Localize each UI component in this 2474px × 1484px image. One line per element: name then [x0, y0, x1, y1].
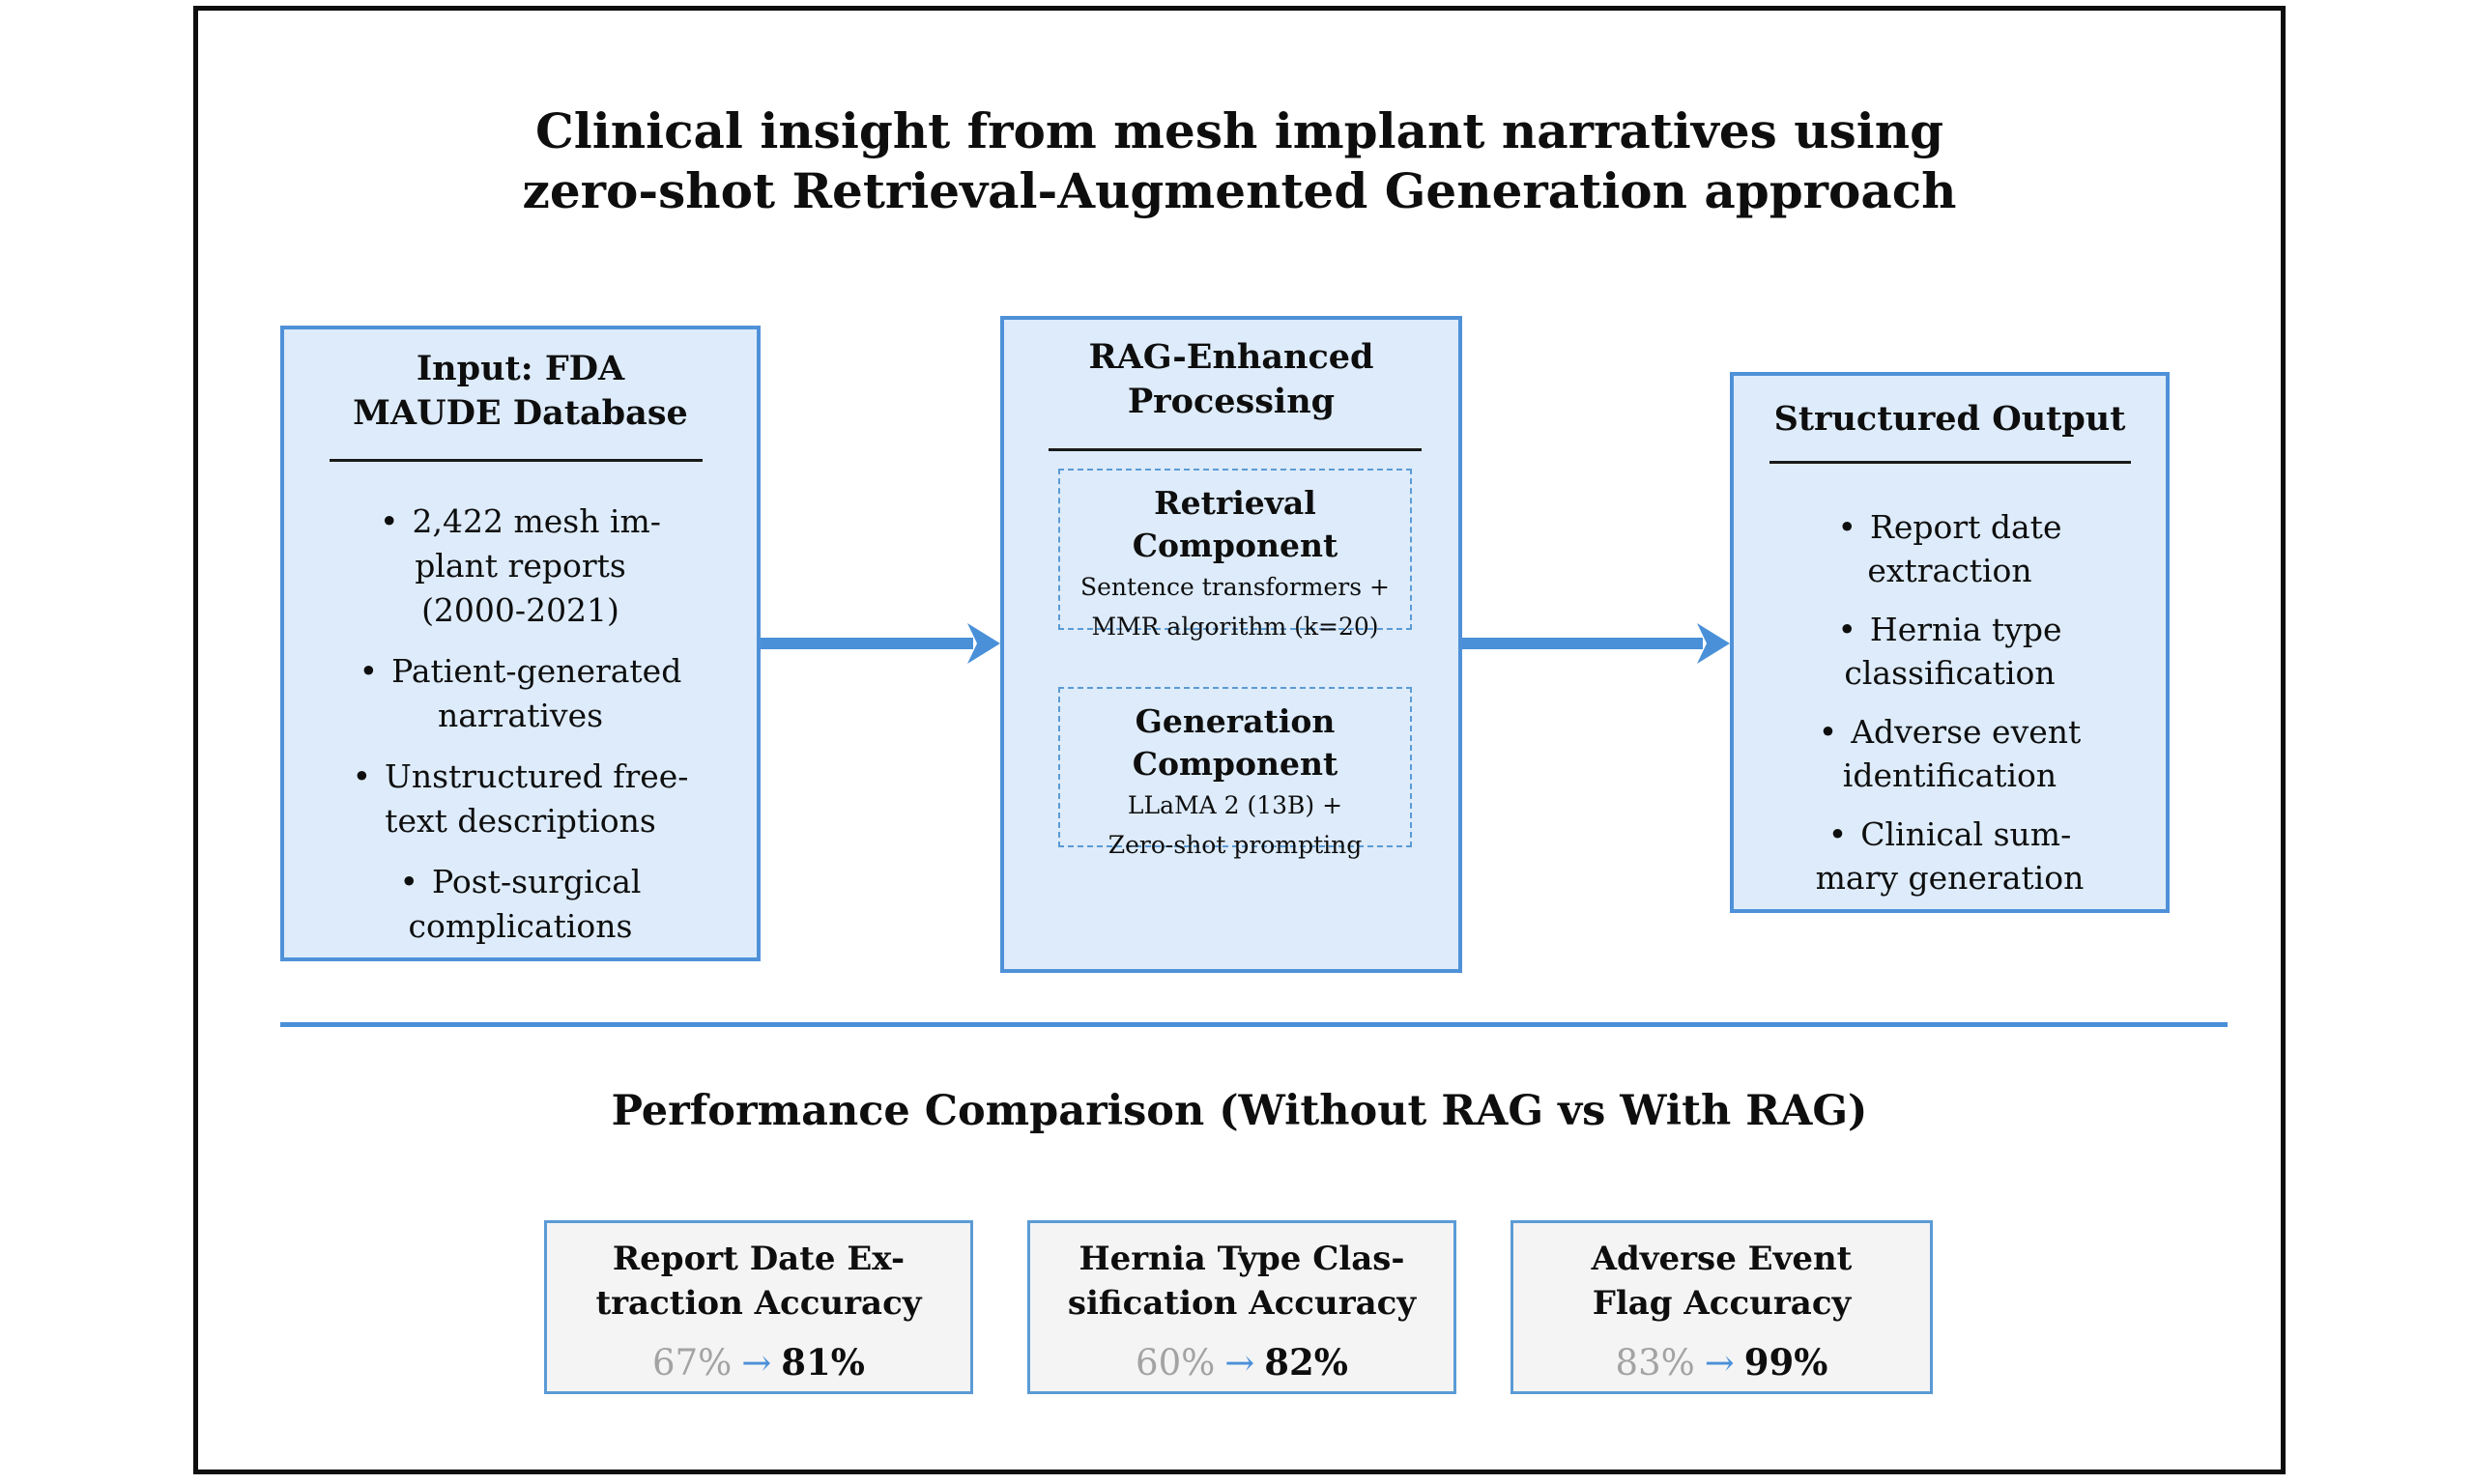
- list-item: •Report date extraction: [1734, 505, 2166, 592]
- arrow-processing-to-output-icon: [1462, 623, 1730, 664]
- input-box-title-line1: Input: FDA: [416, 349, 625, 388]
- retrieval-component-box: Retrieval Component Sentence transformer…: [1058, 469, 1412, 641]
- value-before: 83%: [1615, 1342, 1695, 1384]
- arrow-right-icon: →: [1704, 1342, 1735, 1384]
- processing-box-title: RAG-Enhanced Processing: [1004, 335, 1458, 424]
- processing-box-title-line1: RAG-Enhanced: [1088, 337, 1374, 377]
- output-box-title: Structured Output: [1734, 397, 2166, 442]
- bullet-icon: •: [1837, 611, 1856, 648]
- output-box: Structured Output •Report date extractio…: [1730, 372, 2170, 913]
- bullet-icon: •: [352, 757, 372, 795]
- list-item: •Adverse event identification: [1734, 710, 2166, 797]
- generation-component-box: Generation Component LLaMA 2 (13B) + Zer…: [1058, 687, 1412, 859]
- metric-value: 67%→81%: [547, 1341, 970, 1384]
- metric-title: Adverse Event Flag Accuracy: [1591, 1240, 1853, 1323]
- generation-detail-line2: Zero-shot prompting: [1108, 831, 1363, 859]
- metric-value: 83%→99%: [1513, 1341, 1930, 1384]
- value-after: 99%: [1743, 1341, 1828, 1384]
- output-box-title-line: Structured Output: [1773, 399, 2126, 439]
- figure-title-line2: zero-shot Retrieval-Augmented Generation…: [522, 162, 1957, 219]
- metric-hernia-type: Hernia Type Clas- sification Accuracy 60…: [1027, 1220, 1456, 1394]
- value-before: 67%: [652, 1342, 733, 1384]
- generation-title-line1: Generation: [1135, 702, 1336, 740]
- figure-title-line1: Clinical insight from mesh implant narra…: [534, 102, 1944, 159]
- retrieval-detail-line1: Sentence transformers +: [1080, 573, 1390, 601]
- retrieval-title-line1: Retrieval: [1154, 484, 1316, 522]
- input-box-title-rule: [330, 459, 703, 462]
- metric-value: 60%→82%: [1030, 1341, 1453, 1384]
- bullet-icon: •: [1827, 815, 1848, 853]
- input-box: Input: FDA MAUDE Database •2,422 mesh im…: [280, 326, 761, 961]
- input-box-title: Input: FDA MAUDE Database: [284, 347, 757, 436]
- list-item: •Hernia type classification: [1734, 608, 2166, 695]
- metric-report-date: Report Date Ex- traction Accuracy 67%→81…: [544, 1220, 973, 1394]
- performance-heading: Performance Comparison (Without RAG vs W…: [611, 1087, 1868, 1135]
- bullet-icon: •: [399, 863, 419, 900]
- bullet-icon: •: [1837, 508, 1856, 546]
- bullet-icon: •: [1818, 713, 1838, 751]
- list-item: •Patient-generated narratives: [284, 649, 757, 738]
- value-after: 81%: [781, 1341, 865, 1384]
- value-before: 60%: [1136, 1342, 1216, 1384]
- processing-box: RAG-Enhanced Processing Retrieval Compon…: [1000, 316, 1462, 973]
- figure-frame: Clinical insight from mesh implant narra…: [193, 6, 2286, 1474]
- retrieval-detail-line2: MMR algorithm (k=20): [1091, 613, 1379, 641]
- output-box-bullet-list: •Report date extraction •Hernia type cla…: [1734, 505, 2166, 916]
- arrow-right-icon: →: [1224, 1342, 1255, 1384]
- metric-title: Report Date Ex- traction Accuracy: [595, 1240, 922, 1323]
- arrow-input-to-processing-icon: [761, 623, 1000, 664]
- processing-box-title-line2: Processing: [1127, 382, 1336, 421]
- list-item: •Post-surgical complications: [284, 860, 757, 949]
- arrow-right-icon: →: [741, 1342, 772, 1384]
- metric-title: Hernia Type Clas- sification Accuracy: [1067, 1240, 1417, 1323]
- list-item: •Clinical sum- mary generation: [1734, 813, 2166, 899]
- output-box-title-rule: [1769, 461, 2131, 464]
- generation-detail-line1: LLaMA 2 (13B) +: [1127, 791, 1343, 819]
- metric-adverse-event: Adverse Event Flag Accuracy 83%→99%: [1510, 1220, 1933, 1394]
- value-after: 82%: [1264, 1341, 1348, 1384]
- processing-box-title-rule: [1049, 448, 1422, 451]
- bullet-icon: •: [380, 502, 399, 540]
- section-divider: [280, 1022, 2228, 1027]
- input-box-title-line2: MAUDE Database: [353, 393, 688, 433]
- list-item: •Unstructured free- text descriptions: [284, 755, 757, 843]
- retrieval-title-line2: Component: [1132, 527, 1338, 564]
- list-item: •2,422 mesh im- plant reports (2000-2021…: [284, 499, 757, 633]
- generation-title-line2: Component: [1132, 745, 1338, 783]
- figure-title: Clinical insight from mesh implant narra…: [198, 101, 2281, 221]
- bullet-icon: •: [359, 652, 379, 690]
- input-box-bullet-list: •2,422 mesh im- plant reports (2000-2021…: [284, 499, 757, 965]
